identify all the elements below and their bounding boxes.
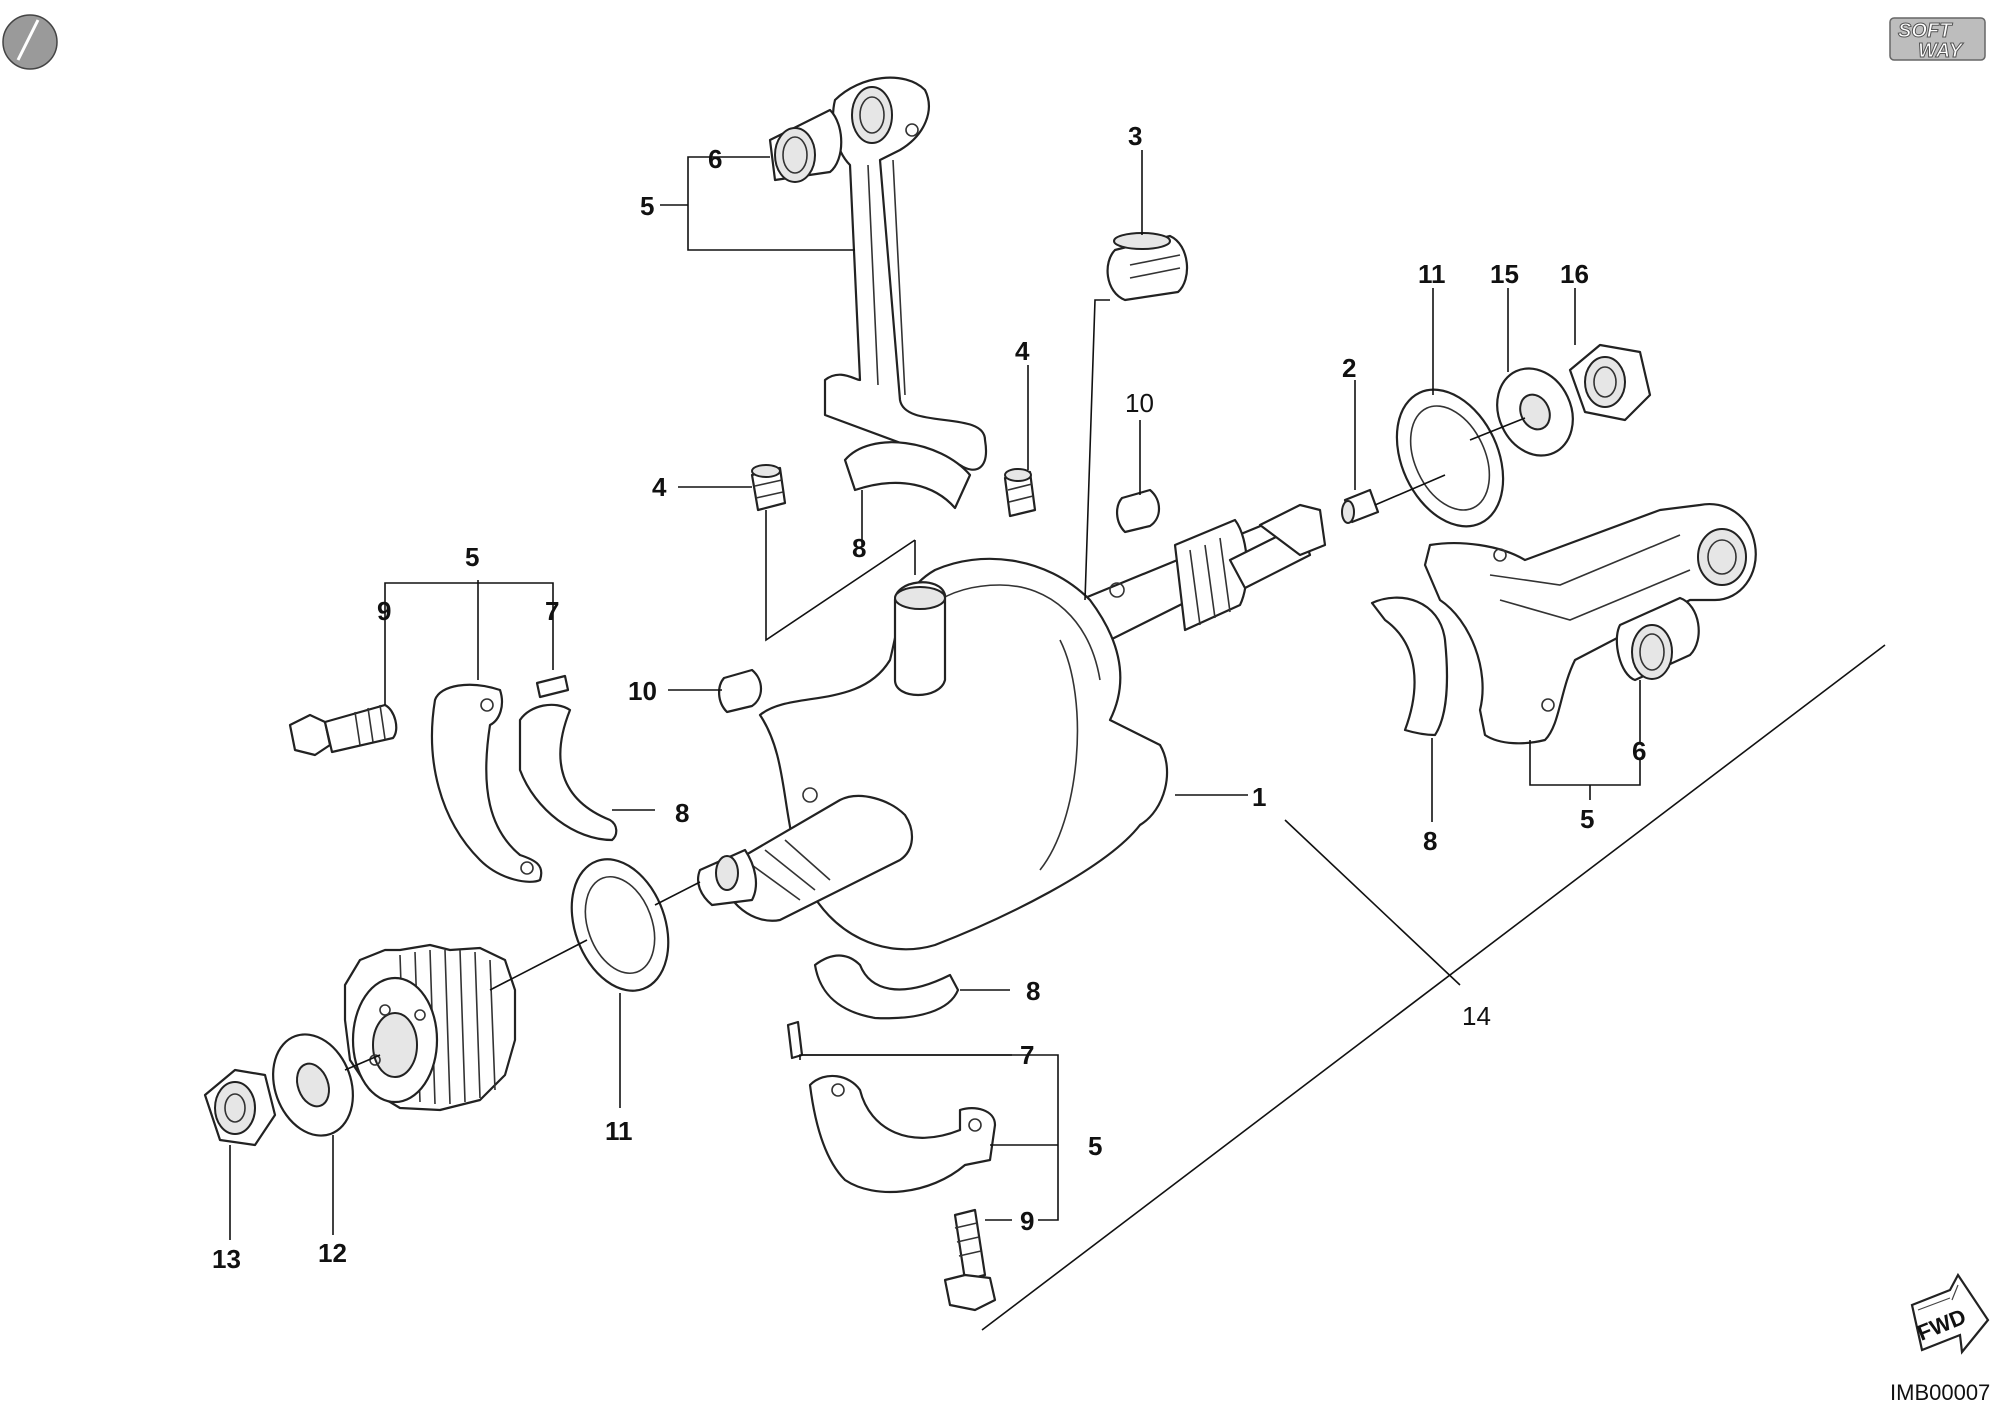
callout-5-bottom: 5 [1088, 1131, 1102, 1161]
callout-7-left: 7 [545, 596, 559, 626]
callout-15: 15 [1490, 259, 1519, 289]
callout-16: 16 [1560, 259, 1589, 289]
callout-10-left: 10 [628, 676, 657, 706]
callout-5-right: 5 [1580, 804, 1594, 834]
thrust-washer-11-right [1395, 388, 1505, 528]
nut-13 [203, 1068, 277, 1147]
grub-screw-4-top [1003, 468, 1037, 518]
callout-8-left: 8 [675, 798, 689, 828]
nut-16 [1568, 343, 1652, 422]
half-bearing-8-bottom [813, 954, 960, 1020]
svg-text:WAY: WAY [1918, 40, 1964, 62]
callout-9-bottom: 9 [1020, 1206, 1034, 1236]
callout-labels: 1 2 3 4 4 5 5 5 5 6 6 7 7 8 8 8 8 9 9 10… [212, 121, 1646, 1274]
callout-11-right: 11 [1418, 259, 1446, 289]
callout-8-bottom: 8 [1026, 976, 1040, 1006]
softway-logo: SOFT WAY [1889, 17, 1986, 63]
plug-10-left [718, 668, 763, 714]
callout-1: 1 [1252, 782, 1266, 812]
callout-7-bottom: 7 [1020, 1040, 1034, 1070]
callout-13: 13 [212, 1244, 241, 1274]
callout-6-right: 6 [1632, 736, 1646, 766]
connecting-rod-top [768, 76, 988, 510]
corner-dot-icon [2, 14, 58, 70]
grub-screw-4-left [750, 464, 787, 512]
connecting-rod-right [1370, 502, 1757, 745]
bolt-9-bottom [943, 1208, 997, 1312]
callout-8-right: 8 [1423, 826, 1437, 856]
svg-text:SOFT: SOFT [1898, 20, 1953, 42]
callout-4-left: 4 [652, 472, 667, 502]
callout-9-left: 9 [377, 596, 391, 626]
dowel-7-bottom [786, 1020, 804, 1060]
leader-lines [229, 150, 1886, 1331]
rod-cap-bottom [808, 1074, 997, 1194]
callout-2: 2 [1342, 353, 1356, 383]
image-code: IMB00007 [1890, 1380, 1990, 1405]
plug-3 [1106, 232, 1189, 302]
callout-8-top: 8 [852, 533, 866, 563]
timing-gear [343, 943, 517, 1112]
callout-14: 14 [1462, 1001, 1491, 1031]
callout-11-left: 11 [605, 1116, 633, 1146]
callout-4-top: 4 [1015, 336, 1030, 366]
callout-3: 3 [1128, 121, 1142, 151]
forward-arrow-icon: FWD [1910, 1272, 1990, 1355]
grub-screw-2 [1341, 488, 1380, 524]
callout-10-top: 10 [1125, 388, 1154, 418]
callout-5-top: 5 [640, 191, 654, 221]
washer-12 [272, 1033, 354, 1137]
callout-5-left: 5 [465, 542, 479, 572]
washer-15 [1496, 367, 1574, 457]
thrust-washer-11-left [570, 858, 670, 992]
rod-cap-left [288, 674, 618, 883]
plug-10-top [1116, 488, 1161, 534]
callout-12: 12 [318, 1238, 347, 1268]
callout-6-top: 6 [708, 144, 722, 174]
crankshaft [696, 503, 1327, 951]
